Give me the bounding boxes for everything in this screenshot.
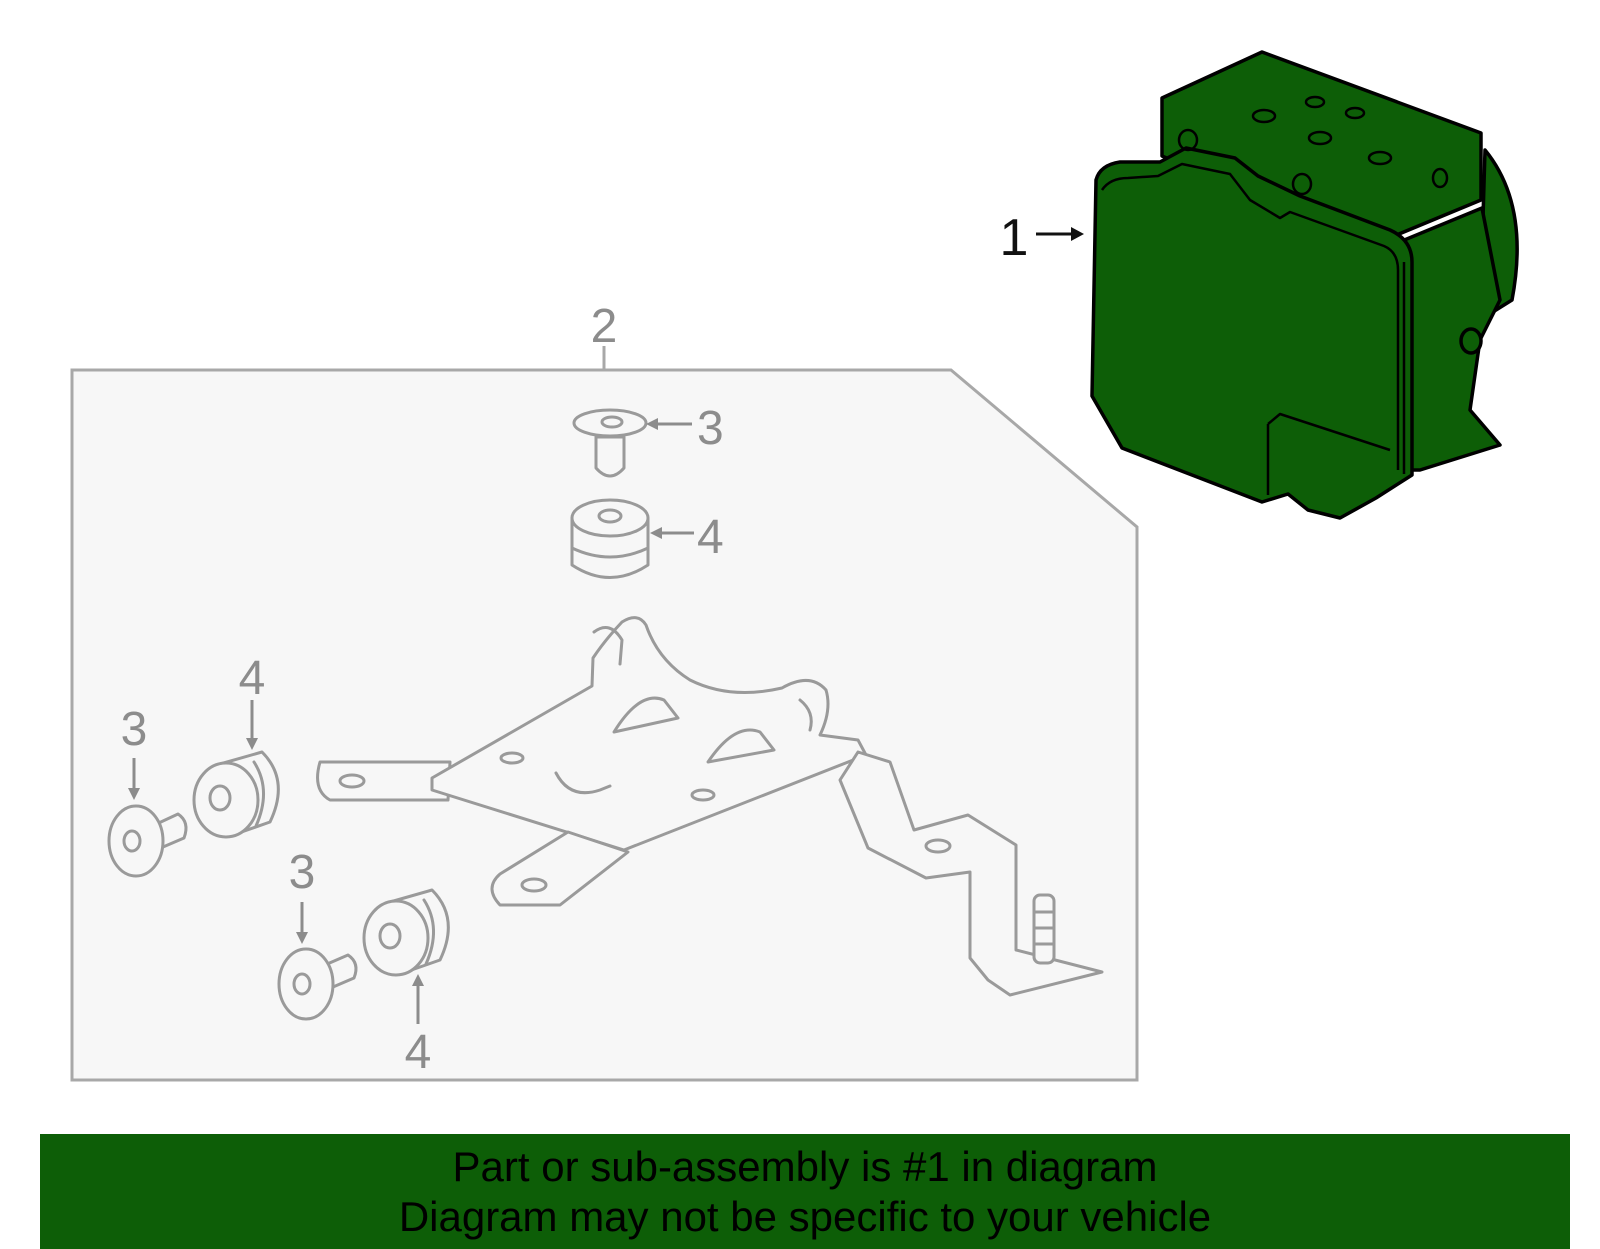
banner-line-2: Diagram may not be specific to your vehi… <box>398 1193 1212 1240</box>
mounting-bracket <box>316 616 1104 997</box>
banner-line-1: Part or sub-assembly is #1 in diagram <box>452 1143 1158 1190</box>
arrowhead-bolt-bottom <box>296 932 308 944</box>
callout-bolt-bottom: 3 <box>289 846 316 899</box>
arrowhead-bolt-top <box>646 418 658 430</box>
callout-insulator-left: 4 <box>239 652 266 705</box>
bolt-top <box>572 408 648 478</box>
abs-modulator-unit <box>1090 50 1519 520</box>
insulator-left <box>192 750 280 839</box>
arrowhead-insulator-left <box>246 738 258 750</box>
arrowhead-insulator-top <box>650 527 662 539</box>
bolt-bottom <box>277 947 358 1021</box>
insulator-top <box>570 498 650 579</box>
arrowhead-abs-unit <box>1071 227 1084 241</box>
info-banner: Part or sub-assembly is #1 in diagram Di… <box>40 1134 1570 1249</box>
callout-insulator-bottom: 4 <box>405 1026 432 1079</box>
callout-abs-unit: 1 <box>1000 209 1029 267</box>
arrowhead-insulator-bottom <box>412 974 424 986</box>
callout-bolt-left: 3 <box>121 703 148 756</box>
callout-insulator-top: 4 <box>697 511 724 564</box>
callout-bolt-top: 3 <box>697 402 724 455</box>
insulator-bottom <box>362 888 450 977</box>
arrowhead-bolt-left <box>128 788 140 800</box>
bolt-left <box>107 804 188 878</box>
callout-bracket: 2 <box>591 300 618 353</box>
